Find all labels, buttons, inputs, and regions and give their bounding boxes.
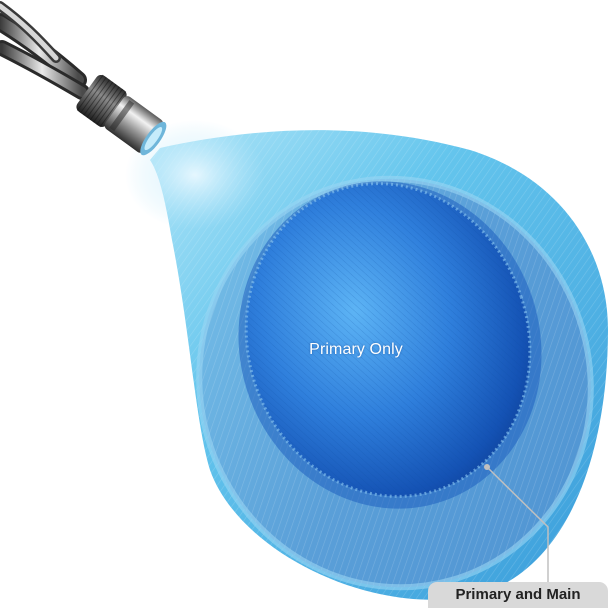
primary-only-label: Primary Only [296, 341, 416, 359]
hose-bundle [0, 6, 82, 92]
primary-and-main-label: Primary and Main [428, 582, 608, 608]
